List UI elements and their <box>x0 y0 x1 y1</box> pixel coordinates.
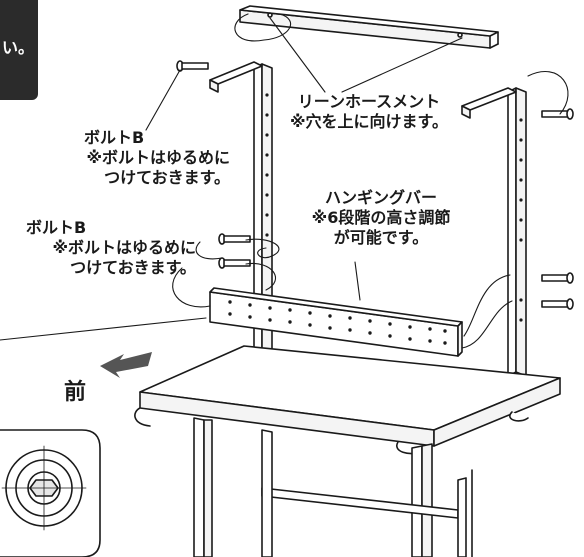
bolt-icon <box>176 60 209 72</box>
corner-tab-text: い。 <box>2 38 35 57</box>
front-arrow-icon <box>100 352 152 378</box>
bolt-icon <box>541 108 574 120</box>
bolt-detail-inset <box>0 429 101 557</box>
corner-tab: い。 <box>0 0 38 100</box>
hanging-bar-note-2: が可能です。 <box>333 228 429 247</box>
bolt-upper-title: ボルトB <box>84 128 145 147</box>
bolt-upper-note-1: ※ボルトはゆるめに <box>86 148 230 167</box>
desk-top <box>134 345 561 455</box>
right-upright <box>461 87 527 377</box>
desk-frame <box>193 417 473 557</box>
bolt-lower-title: ボルトB <box>26 218 87 237</box>
bolt-icon <box>541 272 574 284</box>
front-label: 前 <box>64 380 87 405</box>
reinforcement-note: ※穴を上に向けます。 <box>290 112 448 131</box>
hanging-bar-note-1: ※6段階の高さ調節 <box>311 208 451 227</box>
bolt-lower-note-1: ※ボルトはゆるめに <box>52 238 196 257</box>
leader-lines <box>0 13 569 349</box>
hanging-bar-callout: ハンギングバー ※6段階の高さ調節 が可能です。 <box>296 188 466 248</box>
hanging-bar-title: ハンギングバー <box>324 188 437 207</box>
bolt-icon <box>218 233 251 245</box>
hanging-bar-panel <box>209 287 463 357</box>
bolt-lower-callout: ボルトB ※ボルトはゆるめに つけておきます。 <box>0 218 196 278</box>
reinforcement-bar <box>239 5 499 49</box>
bolt-lower-note-2: つけておきます。 <box>70 258 196 277</box>
bolt-upper-callout: ボルトB ※ボルトはゆるめに つけておきます。 <box>62 128 230 188</box>
bolt-icon <box>218 257 251 269</box>
reinforcement-title: リーンホースメント <box>297 92 441 111</box>
bolt-upper-note-2: つけておきます。 <box>104 168 230 187</box>
reinforcement-callout: リーンホースメント ※穴を上に向けます。 <box>290 92 448 132</box>
bolt-icon <box>541 298 574 310</box>
